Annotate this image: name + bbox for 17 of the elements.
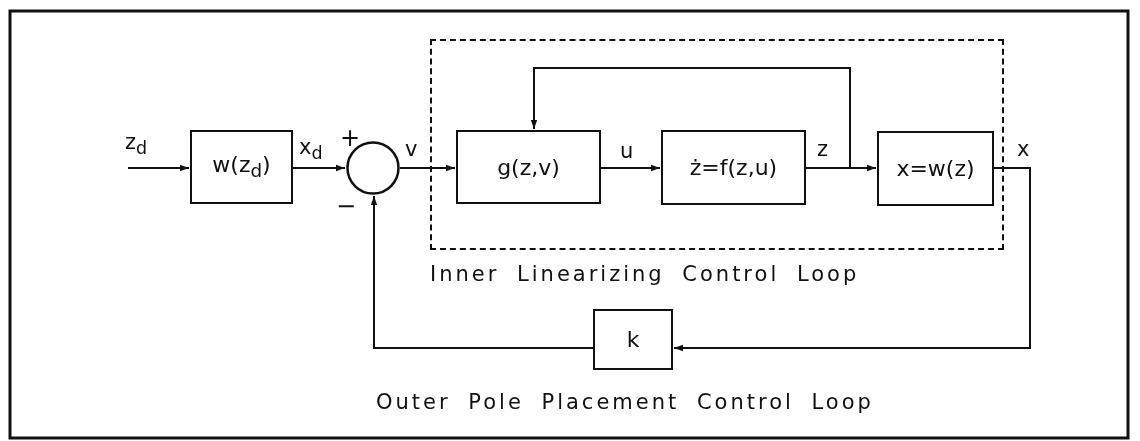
arrow — [127, 164, 190, 172]
arrow — [399, 164, 456, 172]
arrow — [530, 67, 851, 169]
block-box: ż=f(z,u) — [661, 130, 806, 205]
loop-caption: Outer Pole Placement Control Loop — [376, 392, 874, 413]
arrow — [673, 167, 1031, 352]
minus-sign: − — [336, 194, 357, 218]
plus-sign: + — [340, 126, 361, 150]
arrow — [600, 164, 661, 172]
arrow — [370, 195, 594, 349]
block-box: g(z,v) — [456, 130, 601, 204]
group-title: Inner Linearizing Control Loop — [430, 264, 860, 285]
arrow — [292, 164, 346, 172]
block-box: x=w(z) — [877, 131, 994, 206]
input-label: z$_{d}$ — [125, 132, 148, 168]
block-box: k — [593, 309, 673, 370]
block-box: w(z$_{d}$) — [190, 130, 293, 204]
